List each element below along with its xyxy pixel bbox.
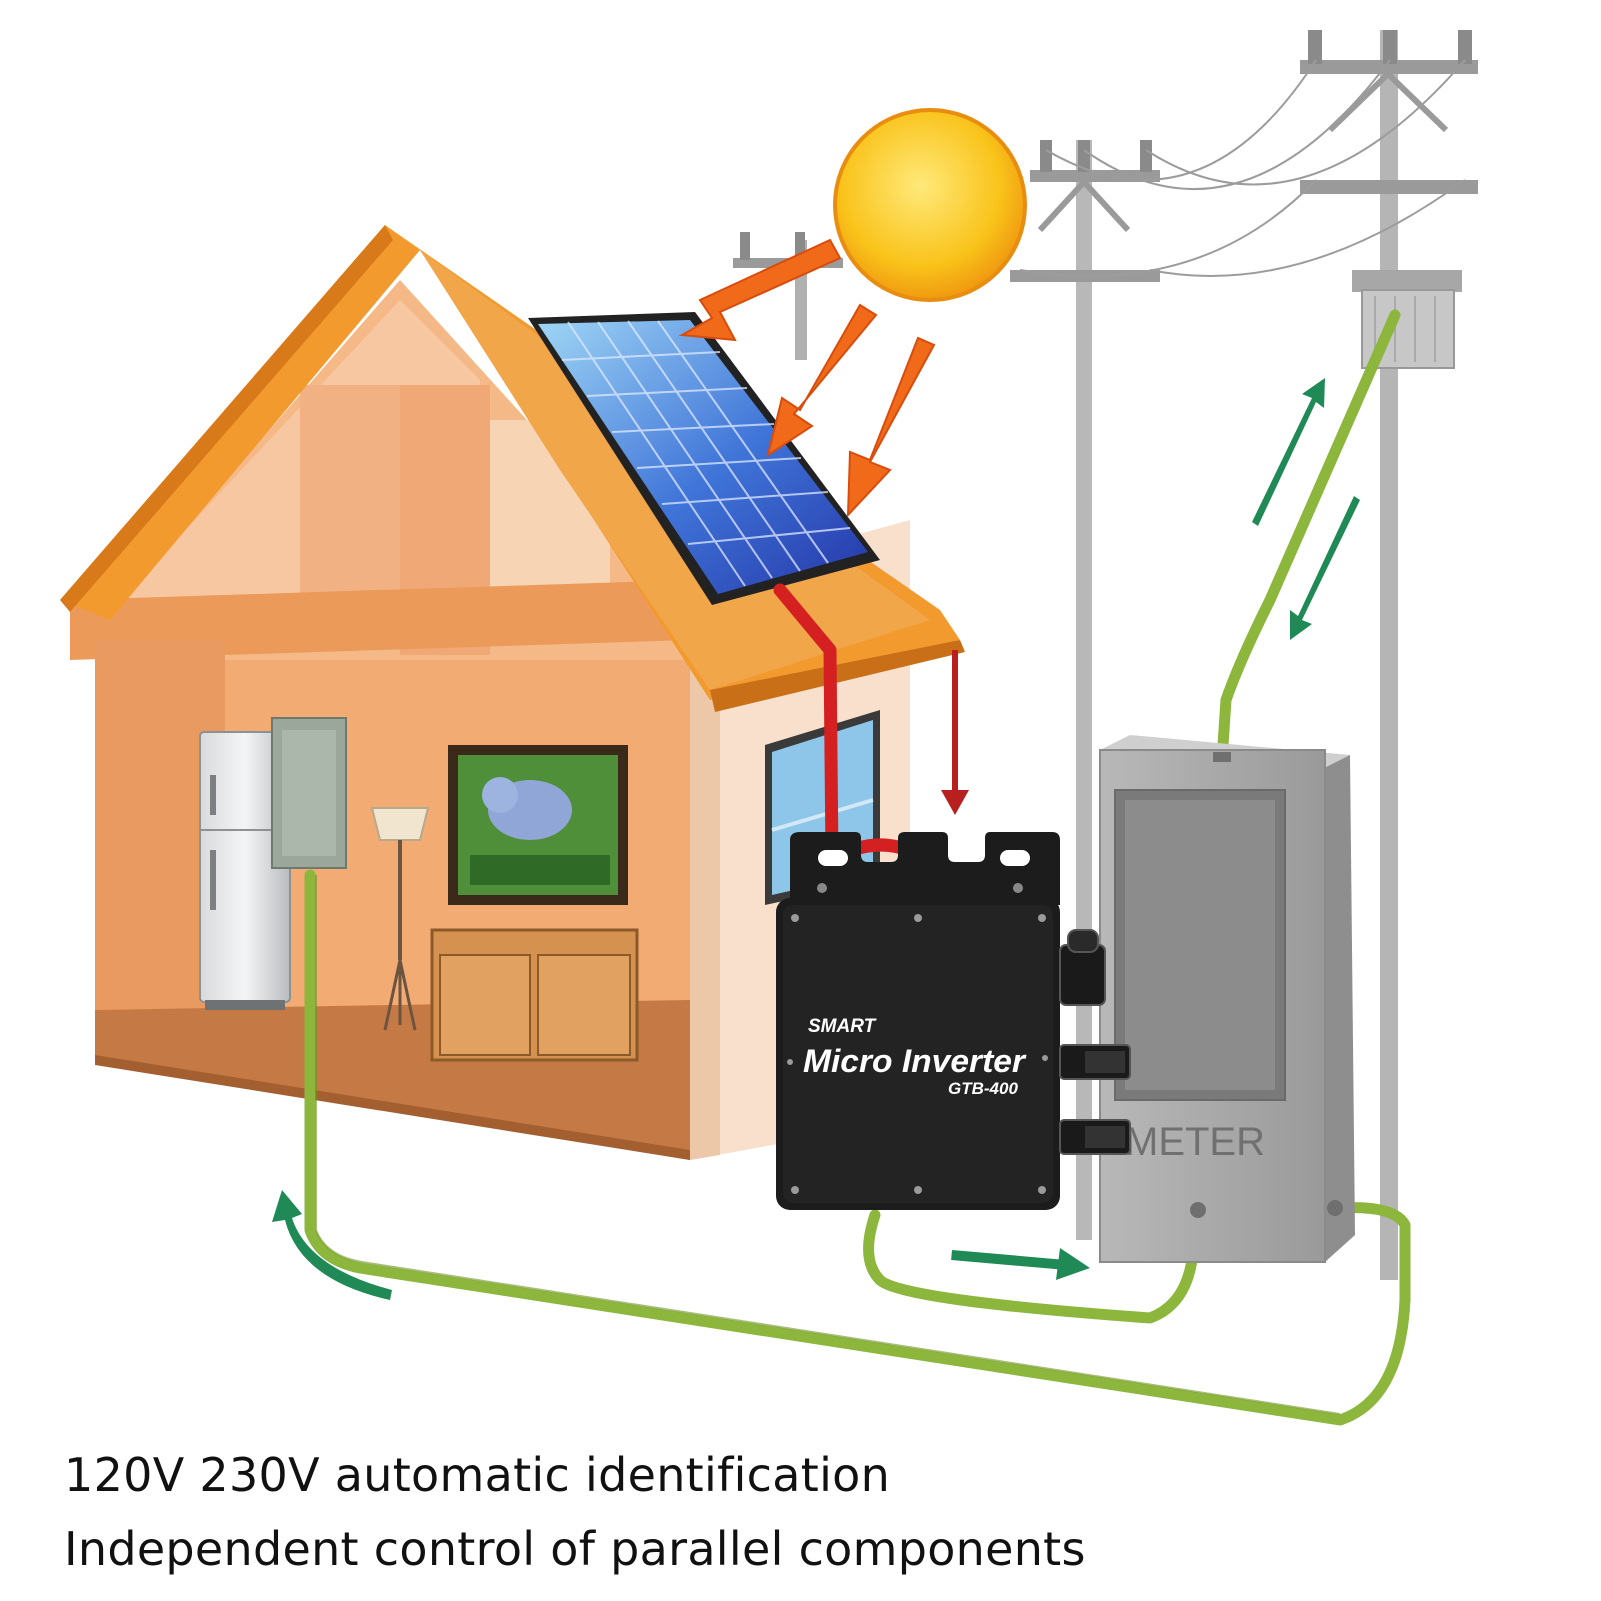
down-arrow-red [941,650,969,815]
cabinet [430,928,639,1062]
electric-meter: METER [1099,735,1355,1263]
inverter-label-main: Micro Inverter [803,1043,1027,1079]
floor-lamp [370,807,430,1031]
sunlight-arrows [678,238,936,518]
solar-panel [528,312,880,605]
wall-picture [448,745,628,905]
caption-line-2: Independent control of parallel componen… [64,1522,1086,1576]
inverter-connector-top [1059,929,1106,1006]
ac-wire-outline [315,875,1341,1415]
inverter-label-smart: SMART [808,1016,877,1037]
power-lines [1019,59,1466,277]
breaker-panel [271,717,347,869]
inverter-model: GTB-400 [948,1079,1018,1098]
meter-label: METER [1125,1120,1265,1164]
sun [833,108,1027,302]
ac-wires [304,309,1411,1426]
micro-inverter: SMART Micro Inverter GTB-400 [776,832,1131,1210]
refrigerator [199,731,291,1010]
caption-line-1: 120V 230V automatic identification [64,1448,891,1502]
flow-arrows-green [272,378,1360,1300]
inverter-connector-bottom [1059,1119,1131,1155]
inverter-connector-middle [1059,1044,1131,1080]
